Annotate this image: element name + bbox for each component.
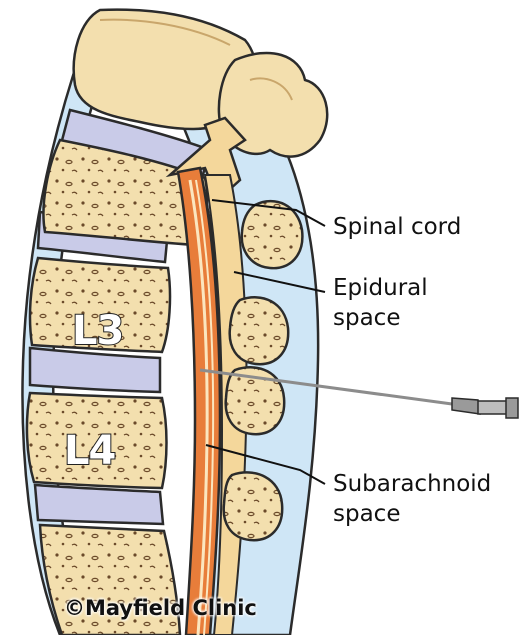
label-subarachnoid-line2: space [333, 501, 400, 528]
copyright-credit: ©Mayfield Clinic [64, 596, 257, 620]
spinous-process-1 [242, 201, 303, 268]
label-epidural-line1: Epidural [333, 275, 428, 302]
needle-hub [452, 398, 518, 418]
spinous-process-4 [224, 472, 282, 540]
disc-4 [35, 485, 163, 524]
label-l4: L4 [64, 428, 115, 474]
spinous-process-2 [230, 297, 288, 364]
label-l3: L3 [72, 308, 123, 354]
label-subarachnoid-line1: Subarachnoid [333, 471, 491, 498]
disc-3 [30, 348, 160, 392]
label-epidural-line2: space [333, 305, 400, 332]
label-spinal-cord: Spinal cord [333, 214, 461, 241]
